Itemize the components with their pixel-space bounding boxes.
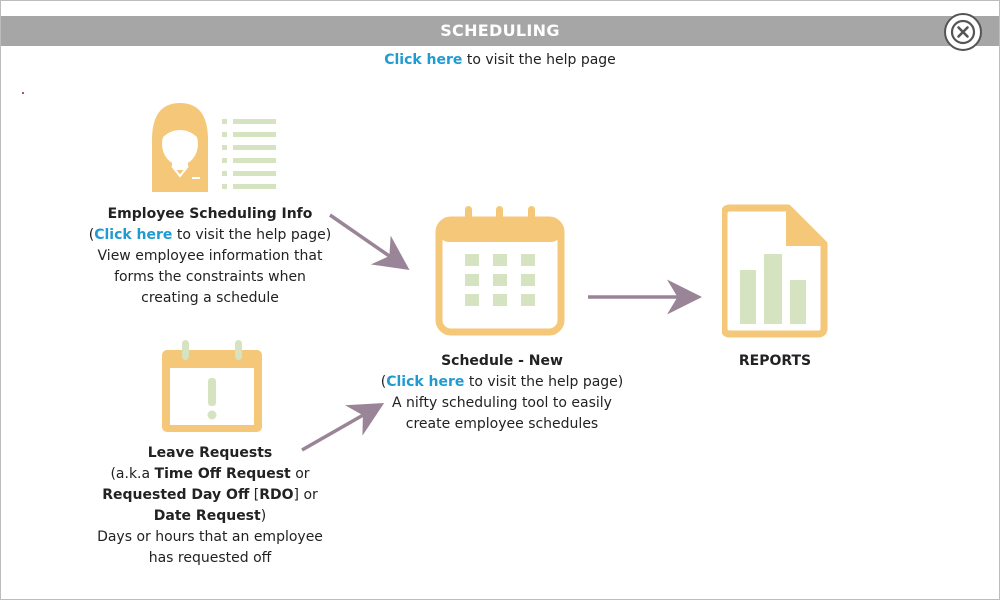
- schedule-new-help-suffix: to visit the help page): [464, 374, 624, 390]
- schedule-new-desc-1: A nifty scheduling tool to easily: [392, 395, 612, 411]
- leave-requests-block: Leave Requests (a.k.a Time Off Request o…: [80, 443, 340, 569]
- leave-line-2-mid: [: [249, 487, 260, 503]
- employee-info-desc-1: View employee information that: [97, 248, 323, 264]
- calendar-alert-icon[interactable]: [160, 338, 264, 434]
- calendar-grid-icon[interactable]: [435, 204, 565, 336]
- close-circle-icon[interactable]: [943, 12, 983, 52]
- leave-line-1-bold: Time Off Request: [154, 466, 291, 482]
- leave-line-2-bold: Requested Day Off: [102, 487, 250, 503]
- leave-line-1-suffix: or: [290, 466, 310, 482]
- stray-mark: [22, 92, 24, 94]
- schedule-new-block: Schedule - New (Click here to visit the …: [362, 351, 642, 435]
- reports-block: REPORTS: [675, 351, 875, 372]
- leave-desc-2: has requested off: [148, 550, 272, 566]
- employee-info-desc-3: creating a schedule: [141, 290, 279, 306]
- reports-title[interactable]: REPORTS: [738, 353, 812, 369]
- leave-line-3-bold: Date Request: [153, 508, 261, 524]
- leave-line-2-suffix: ] or: [293, 487, 318, 503]
- paren: (: [380, 374, 387, 390]
- employee-info-help-line: (Click here to visit the help page): [80, 225, 340, 246]
- schedule-new-help-link[interactable]: Click here: [386, 374, 465, 390]
- schedule-new-help-line: (Click here to visit the help page): [362, 372, 642, 393]
- help-link[interactable]: Click here: [384, 52, 463, 68]
- schedule-new-title[interactable]: Schedule - New: [441, 353, 563, 369]
- help-suffix: to visit the help page: [462, 52, 616, 68]
- employee-info-block: Employee Scheduling Info (Click here to …: [80, 204, 340, 309]
- report-chart-icon[interactable]: [722, 204, 828, 338]
- leave-requests-title[interactable]: Leave Requests: [147, 445, 273, 461]
- help-line: Click here to visit the help page: [0, 52, 1000, 68]
- leave-line-2-bold2: RDO: [259, 487, 294, 503]
- dialog-title: SCHEDULING: [1, 16, 999, 46]
- leave-line-3-suffix: ): [260, 508, 267, 524]
- leave-desc-1: Days or hours that an employee: [97, 529, 323, 545]
- leave-line-3: Date Request): [80, 506, 340, 527]
- paren: (: [88, 227, 95, 243]
- leave-line-1-prefix: (a.k.a: [110, 466, 155, 482]
- employee-info-help-link[interactable]: Click here: [94, 227, 173, 243]
- employee-info-desc-2: forms the constraints when: [114, 269, 306, 285]
- leave-line-1: (a.k.a Time Off Request or: [80, 464, 340, 485]
- leave-line-2: Requested Day Off [RDO] or: [80, 485, 340, 506]
- employee-info-title[interactable]: Employee Scheduling Info: [107, 206, 313, 222]
- schedule-new-desc-2: create employee schedules: [405, 416, 599, 432]
- employee-info-help-suffix: to visit the help page): [172, 227, 332, 243]
- employee-list-icon[interactable]: [150, 100, 280, 195]
